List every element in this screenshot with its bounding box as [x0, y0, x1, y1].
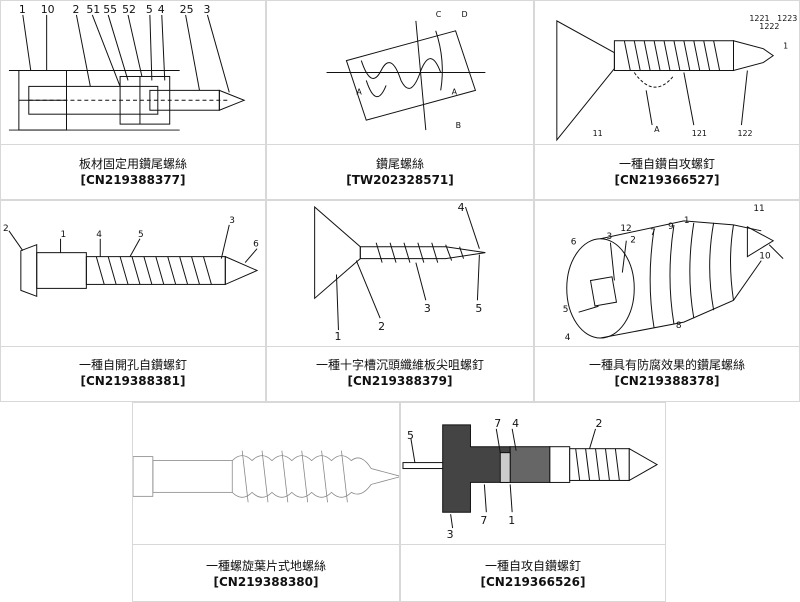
d6-label-3: 3 [606, 232, 612, 242]
d3-label-7: 121 [692, 129, 707, 138]
d6-label-12: 8 [676, 321, 682, 331]
d8-label-7: 1 [508, 514, 515, 527]
card-title: 一種具有防腐效果的鑽尾螺絲 [588, 358, 745, 372]
d1-label-9: 25 [180, 3, 194, 16]
patent-card-4[interactable]: 2 1 4 5 3 6 一種自開孔自鑽螺釘 [CN219388381] [0, 200, 266, 402]
d2-label-5: D [462, 10, 468, 19]
patent-number: [CN219388378] [614, 374, 720, 388]
d5-label-3: 2 [378, 320, 385, 333]
d6-label-8: 1 [684, 216, 690, 226]
d5-label-4: 3 [424, 302, 431, 315]
d8-label-5: 3 [447, 528, 454, 541]
d1-label-1: 1 [19, 3, 26, 16]
d6-label-4: 12 [620, 224, 631, 234]
d6-label-11: 4 [565, 333, 571, 343]
patent-drawing-3: 1221 1222 1223 1 11 A 121 122 [535, 1, 799, 145]
patent-drawing-4: 2 1 4 5 3 6 [1, 201, 265, 347]
patent-number: [CN219388380] [213, 575, 319, 589]
patent-drawing-2: A A B C D [267, 1, 533, 145]
d2-label-2: A [452, 87, 458, 96]
patent-card-5[interactable]: 4 1 2 3 5 一種十字槽沉頭纖維板尖咀螺釘 [CN219388379] [266, 200, 534, 402]
patent-number: [CN219388379] [347, 374, 453, 388]
card-caption: 鑽尾螺絲 [TW202328571] [267, 156, 533, 188]
d3-label-6: A [654, 125, 660, 134]
d5-label-5: 5 [475, 302, 482, 315]
card-caption: 一種自攻自鑽螺釘 [CN219366526] [401, 558, 665, 590]
patent-card-1[interactable]: 1 10 2 51 55 52 5 4 25 3 板材固定用鑽尾螺絲 [CN21… [0, 0, 266, 200]
card-caption: 一種螺旋葉片式地螺絲 [CN219388380] [133, 558, 399, 590]
patent-drawing-7 [133, 403, 399, 545]
d4-label-5: 3 [229, 216, 235, 226]
patent-card-7[interactable]: 一種螺旋葉片式地螺絲 [CN219388380] [132, 402, 400, 602]
d5-label-1: 4 [458, 201, 465, 214]
patent-number: [CN219388381] [80, 374, 186, 388]
d1-label-7: 5 [146, 3, 153, 16]
card-caption: 一種具有防腐效果的鑽尾螺絲 [CN219388378] [535, 357, 799, 389]
d3-label-5: 11 [593, 129, 603, 138]
d1-label-4: 51 [86, 3, 100, 16]
patent-drawing-1: 1 10 2 51 55 52 5 4 25 3 [1, 1, 265, 145]
d3-label-2: 1222 [759, 22, 779, 31]
d6-label-10: 5 [563, 305, 569, 315]
d6-label-5: 2 [630, 236, 636, 246]
d1-label-6: 52 [122, 3, 136, 16]
d2-label-1: A [356, 87, 362, 96]
card-title: 一種螺旋葉片式地螺絲 [205, 559, 326, 573]
d8-label-1: 5 [407, 429, 414, 442]
d4-label-4: 5 [138, 230, 144, 240]
card-title: 一種自鑽自攻螺釘 [618, 157, 715, 171]
card-caption: 一種自開孔自鑽螺釘 [CN219388381] [1, 357, 265, 389]
d2-label-4: C [436, 10, 442, 19]
card-caption: 板材固定用鑽尾螺絲 [CN219388377] [1, 156, 265, 188]
d8-label-4: 2 [596, 417, 603, 430]
d8-label-2: 7 [494, 417, 501, 430]
patent-number: [CN219366527] [614, 173, 720, 187]
card-caption: 一種自鑽自攻螺釘 [CN219366527] [535, 156, 799, 188]
patent-drawing-6: 11 6 3 12 2 7 9 1 10 5 4 8 [535, 201, 799, 347]
d8-label-3: 4 [512, 417, 519, 430]
d6-label-7: 9 [668, 222, 674, 232]
d5-label-2: 1 [334, 330, 341, 343]
patent-card-2[interactable]: A A B C D 鑽尾螺絲 [TW202328571] [266, 0, 534, 200]
d1-label-8: 4 [158, 3, 165, 16]
card-caption: 一種十字槽沉頭纖維板尖咀螺釘 [CN219388379] [267, 357, 533, 389]
patent-number: [CN219366526] [480, 575, 586, 589]
patent-number: [CN219388377] [80, 173, 186, 187]
patent-drawing-5: 4 1 2 3 5 [267, 201, 533, 347]
d4-label-6: 6 [253, 240, 259, 250]
d6-label-2: 6 [571, 238, 577, 248]
card-title: 板材固定用鑽尾螺絲 [78, 157, 187, 171]
d3-label-4: 1 [783, 42, 788, 51]
d3-label-3: 1223 [777, 14, 797, 23]
patent-drawing-8: 5 7 4 2 3 7 1 [401, 403, 665, 545]
d3-label-8: 122 [737, 129, 752, 138]
card-title: 鑽尾螺絲 [375, 157, 424, 171]
d1-label-10: 3 [203, 3, 210, 16]
d1-label-5: 55 [103, 3, 117, 16]
d4-label-3: 4 [96, 230, 102, 240]
d1-label-3: 2 [72, 3, 79, 16]
patent-number: [TW202328571] [346, 173, 454, 187]
card-title: 一種自開孔自鑽螺釘 [78, 358, 187, 372]
d6-label-6: 7 [650, 228, 656, 238]
card-title: 一種自攻自鑽螺釘 [484, 559, 581, 573]
d2-label-3: B [456, 121, 461, 130]
card-title: 一種十字槽沉頭纖維板尖咀螺釘 [315, 358, 484, 372]
d8-label-6: 7 [480, 514, 487, 527]
d3-label-1: 1221 [749, 14, 769, 23]
d4-label-2: 1 [61, 230, 67, 240]
d6-label-9: 10 [759, 252, 771, 262]
d4-label-1: 2 [3, 224, 9, 234]
d6-label-1: 11 [753, 204, 764, 214]
d1-label-2: 10 [41, 3, 55, 16]
patent-card-3[interactable]: 1221 1222 1223 1 11 A 121 122 一種自鑽自攻螺釘 [… [534, 0, 800, 200]
patent-card-6[interactable]: 11 6 3 12 2 7 9 1 10 5 4 8 一種具有防腐效果的鑽尾螺絲… [534, 200, 800, 402]
patent-card-8[interactable]: 5 7 4 2 3 7 1 一種自攻自鑽螺釘 [CN219366526] [400, 402, 666, 602]
